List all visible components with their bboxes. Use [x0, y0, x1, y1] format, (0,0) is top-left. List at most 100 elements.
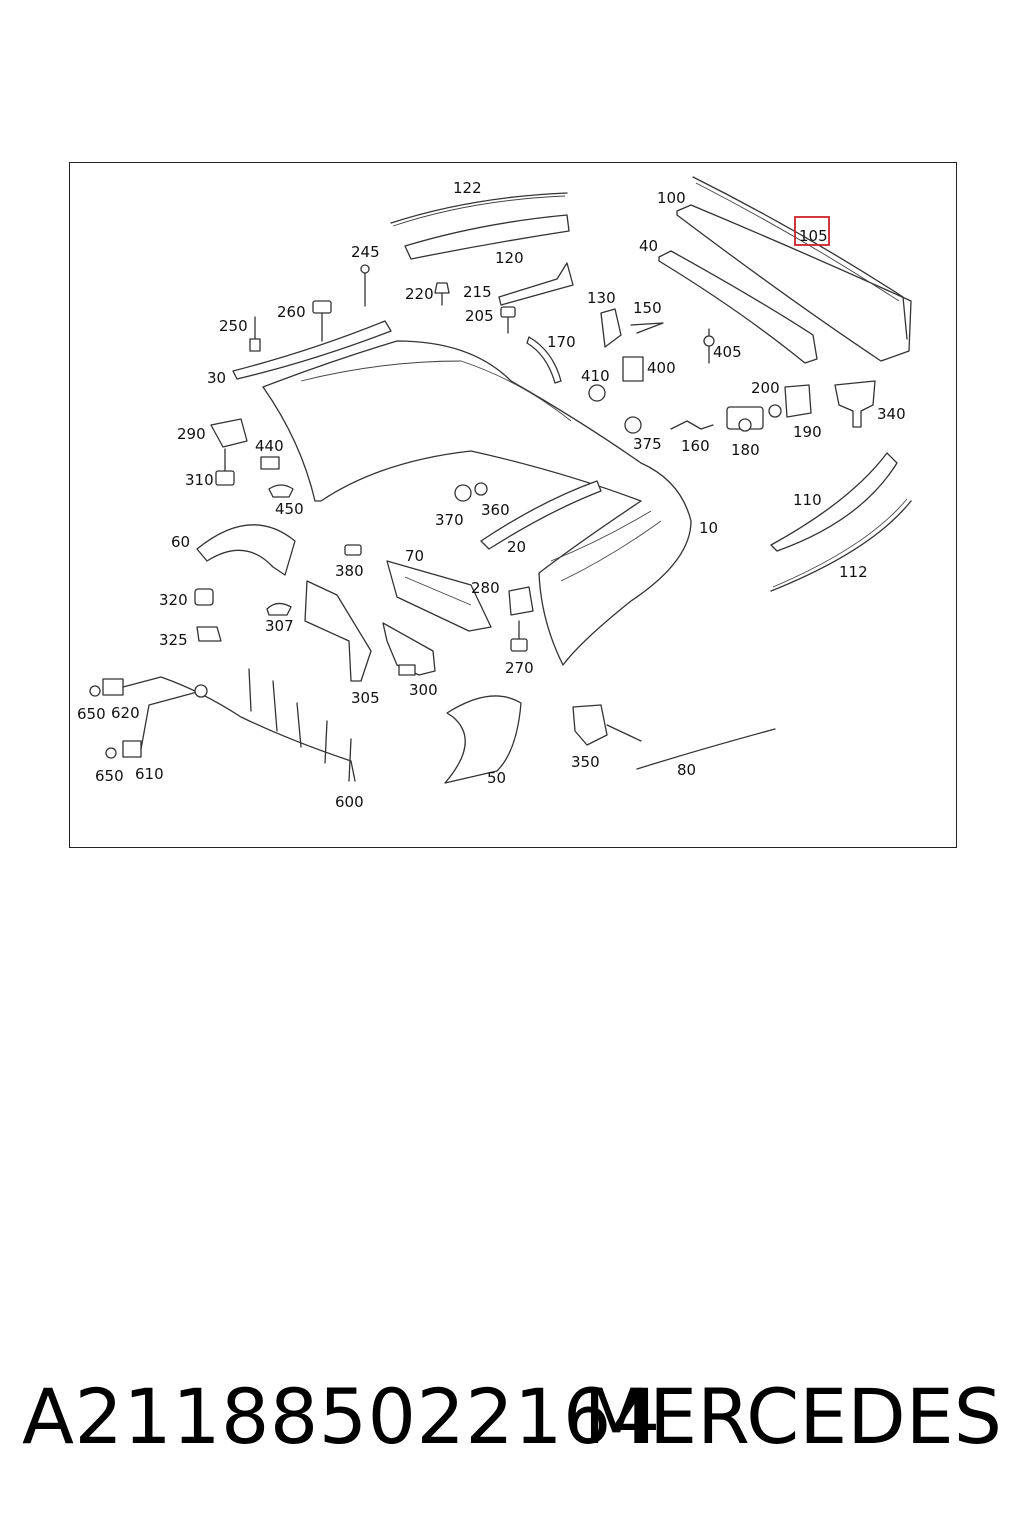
label-180: 180 [731, 441, 760, 459]
label-375: 375 [633, 435, 662, 453]
label-40: 40 [639, 237, 658, 255]
part-number: A211885022164 [22, 1372, 661, 1461]
part-300-bracket [382, 622, 436, 676]
part-40-molding [658, 250, 818, 364]
label-190: 190 [793, 423, 822, 441]
label-205: 205 [465, 307, 494, 325]
label-10: 10 [699, 519, 718, 537]
part-105-strip [692, 176, 908, 340]
label-60: 60 [171, 533, 190, 551]
part-340-sensor-holder [834, 380, 876, 428]
part-280-bracket [508, 586, 534, 616]
label-112: 112 [839, 563, 868, 581]
part-170-bracket [526, 336, 562, 384]
label-80: 80 [677, 761, 696, 779]
label-380: 380 [335, 562, 364, 580]
label-150: 150 [633, 299, 662, 317]
label-20: 20 [507, 538, 526, 556]
part-260-screw [312, 300, 332, 342]
label-300: 300 [409, 681, 438, 699]
part-290-bracket [210, 418, 248, 448]
label-310: 310 [185, 471, 214, 489]
part-30-side-strip [232, 320, 392, 380]
label-410: 410 [581, 367, 610, 385]
part-130-bracket [600, 308, 622, 348]
label-450: 450 [275, 500, 304, 518]
part-320-clip [194, 588, 214, 606]
part-215-bracket [498, 262, 574, 306]
part-650-plug-bottom [105, 747, 117, 759]
part-80-strip [636, 728, 776, 770]
label-340: 340 [877, 405, 906, 423]
label-280: 280 [471, 579, 500, 597]
part-620-connector [102, 678, 124, 696]
part-120-molding [404, 214, 570, 260]
label-610: 610 [135, 765, 164, 783]
part-150-clip [630, 322, 664, 334]
part-310-screw [215, 448, 235, 486]
part-600-wiring-harness [122, 668, 356, 782]
part-200-ring [768, 404, 782, 418]
part-122-trim-strip [390, 192, 568, 227]
part-110-molding [770, 452, 898, 552]
part-112-strip [770, 498, 912, 592]
part-190-holder [784, 384, 812, 418]
label-50: 50 [487, 769, 506, 787]
part-375-screw [624, 416, 642, 434]
label-105: 105 [799, 227, 828, 245]
label-325: 325 [159, 631, 188, 649]
label-170: 170 [547, 333, 576, 351]
part-450-clip [268, 484, 294, 498]
label-360: 360 [481, 501, 510, 519]
part-205-screw [500, 306, 516, 334]
exploded-parts-diagram: 122 120 100 105 40 245 220 215 130 150 2… [77, 176, 912, 811]
label-120: 120 [495, 249, 524, 267]
part-50-wheel-liner [444, 695, 522, 784]
label-600: 600 [335, 793, 364, 811]
label-260: 260 [277, 303, 306, 321]
part-180-sensor [726, 406, 764, 432]
label-350: 350 [571, 753, 600, 771]
highlight-box-105 [794, 216, 830, 246]
label-270: 270 [505, 659, 534, 677]
label-305: 305 [351, 689, 380, 707]
part-370-nut [454, 484, 472, 502]
label-307: 307 [265, 617, 294, 635]
part-70-carrier [386, 560, 492, 632]
label-100: 100 [657, 189, 686, 207]
label-245: 245 [351, 243, 380, 261]
part-350-bracket [572, 704, 642, 746]
part-60-wheel-liner [196, 524, 296, 576]
footer-caption: A211885022164 MERCEDES [0, 1372, 1024, 1482]
part-405-pin [703, 328, 715, 364]
label-215: 215 [463, 283, 492, 301]
part-10-bumper-cover [262, 340, 692, 666]
label-650-top: 650 [77, 705, 106, 723]
label-200: 200 [751, 379, 780, 397]
part-100-strip [676, 204, 912, 362]
label-130: 130 [587, 289, 616, 307]
parts-diagram-frame: 122 120 100 105 40 245 220 215 130 150 2… [69, 162, 957, 848]
part-270-screw [510, 620, 528, 652]
part-305-bracket [304, 580, 372, 682]
label-122: 122 [453, 179, 482, 197]
part-410-grommet [588, 384, 606, 402]
label-400: 400 [647, 359, 676, 377]
part-610-connector [122, 740, 142, 758]
label-70: 70 [405, 547, 424, 565]
part-245-pin [360, 264, 370, 307]
label-405: 405 [713, 343, 742, 361]
part-380-screw [344, 544, 362, 556]
label-370: 370 [435, 511, 464, 529]
label-620: 620 [111, 704, 140, 722]
part-20-bracket [480, 480, 602, 550]
part-360-washer [474, 482, 488, 496]
part-325-clip [196, 626, 222, 642]
part-307-clip [266, 602, 292, 616]
label-320: 320 [159, 591, 188, 609]
part-650-plug-top [89, 685, 101, 697]
brand-name: MERCEDES [583, 1372, 1002, 1461]
label-30: 30 [207, 369, 226, 387]
label-220: 220 [405, 285, 434, 303]
label-440: 440 [255, 437, 284, 455]
